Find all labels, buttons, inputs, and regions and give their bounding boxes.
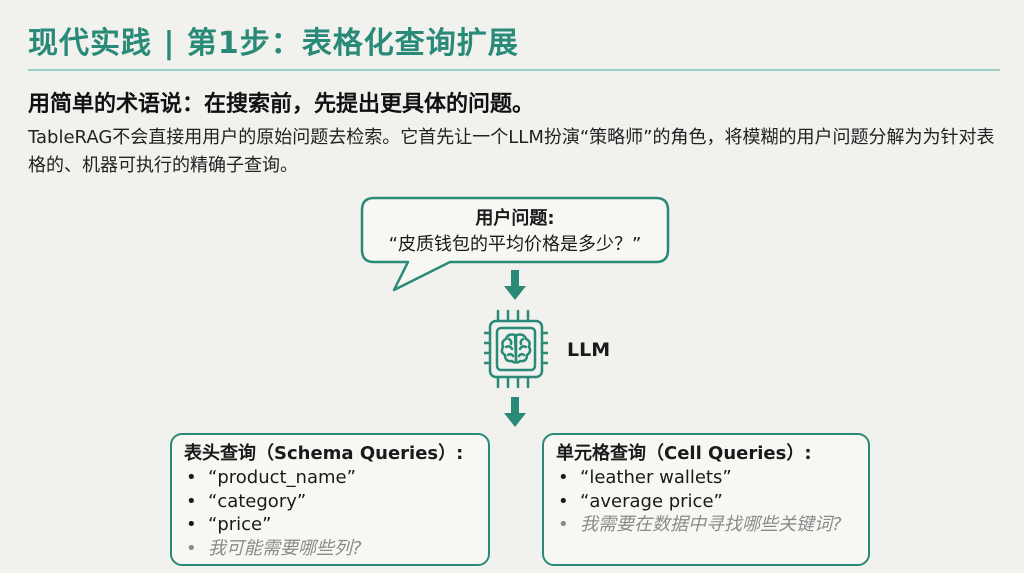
cell-queries-list: “leather wallets” “average price” 我需要在数据…	[556, 466, 856, 537]
schema-queries-box: 表头查询（Schema Queries）: “product_name” “ca…	[170, 433, 490, 566]
down-arrow-icon	[504, 270, 526, 300]
cell-queries-note: 我需要在数据中寻找哪些关键词?	[556, 513, 856, 537]
speech-bubble	[360, 196, 670, 292]
list-item: “average price”	[556, 490, 856, 514]
slide-description: TableRAG不会直接用用户的原始问题去检索。它首先让一个LLM扮演“策略师”…	[28, 127, 995, 176]
cell-queries-title: 单元格查询（Cell Queries）:	[556, 443, 812, 464]
list-item: “price”	[184, 513, 476, 537]
user-question-box: 用户问题: “皮质钱包的平均价格是多少？”	[366, 206, 664, 258]
llm-label: LLM	[567, 339, 611, 361]
down-arrow-icon	[504, 397, 526, 427]
list-item: “leather wallets”	[556, 466, 856, 490]
schema-queries-title: 表头查询（Schema Queries）:	[184, 443, 464, 464]
schema-queries-note: 我可能需要哪些列?	[184, 537, 476, 561]
cell-queries-box: 单元格查询（Cell Queries）: “leather wallets” “…	[542, 433, 870, 566]
slide-subtitle: 用简单的术语说：在搜索前，先提出更具体的问题。	[28, 92, 535, 117]
list-item: “product_name”	[184, 466, 476, 490]
list-item: “category”	[184, 490, 476, 514]
brain-chip-icon	[484, 309, 548, 389]
schema-queries-list: “product_name” “category” “price” 我可能需要哪…	[184, 466, 476, 560]
user-question-label: 用户问题:	[475, 208, 555, 229]
title-divider	[28, 69, 1000, 71]
slide-title: 现代实践 | 第1步：表格化查询扩展	[28, 26, 519, 61]
user-question-text: “皮质钱包的平均价格是多少？”	[388, 234, 642, 255]
